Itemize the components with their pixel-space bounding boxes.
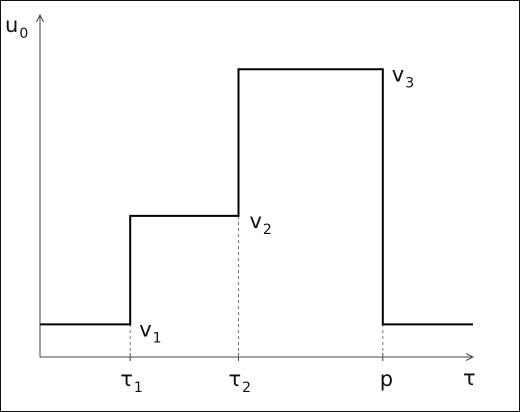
annotation-v3: v3: [392, 62, 414, 91]
tick-label-1: τ1: [120, 367, 143, 396]
y-axis-label: u0: [5, 13, 28, 42]
tick-label-2: τ2: [228, 367, 251, 396]
annotation-v2: v2: [249, 209, 271, 238]
x-axis-label: τ: [463, 366, 476, 390]
step-series-line: [40, 68, 473, 326]
tick-label-3: p: [380, 367, 393, 391]
annotation-v1: v1: [139, 317, 161, 346]
